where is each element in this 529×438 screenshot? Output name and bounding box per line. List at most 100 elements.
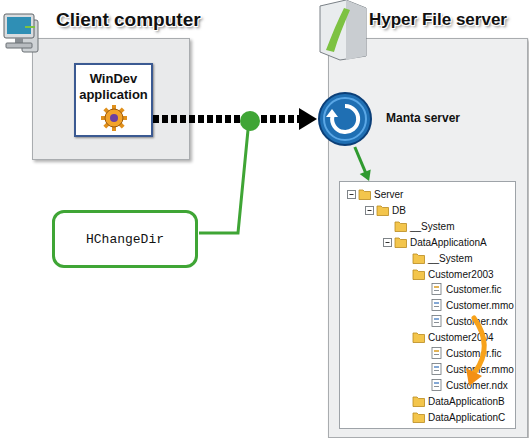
tree-icon <box>400 251 428 265</box>
file-icon <box>432 316 441 327</box>
file-icon-line <box>434 322 439 323</box>
computer-keyboard <box>6 43 32 48</box>
file-name: Customer.mmo <box>446 363 514 376</box>
arrow-head <box>360 169 371 181</box>
connector <box>355 147 371 181</box>
tree-icon <box>382 219 410 233</box>
tree-icon <box>382 235 410 249</box>
tree-icon <box>418 362 446 376</box>
file-name: Customer.fic <box>446 283 502 296</box>
file-icon <box>432 379 441 390</box>
folder-icon <box>395 238 407 248</box>
server-icon <box>320 0 366 60</box>
tree-icon <box>400 410 428 424</box>
file-icon-line <box>434 382 439 384</box>
computer-monitor <box>4 14 34 38</box>
folder-icon <box>377 206 389 216</box>
expander-minus <box>368 210 372 211</box>
file-icon <box>432 348 441 359</box>
folder-icon <box>359 190 371 200</box>
process-ring <box>324 98 366 140</box>
folder-icon <box>413 270 425 280</box>
file-icon-line <box>434 350 439 352</box>
folder-icon <box>413 333 425 343</box>
file-name: Customer.ndx <box>446 379 508 392</box>
client-panel: Client computerWinDev application <box>32 38 190 160</box>
expander-box <box>348 191 356 199</box>
folder-name: DB <box>392 204 406 217</box>
folder-icon <box>413 397 425 407</box>
folder-name: __System <box>428 252 472 265</box>
folder-name: __System <box>410 220 454 233</box>
call-marker <box>199 111 260 233</box>
connector-line <box>355 147 366 173</box>
file-icon <box>432 284 441 295</box>
expander-minus <box>350 194 354 195</box>
arrow-head <box>299 108 317 130</box>
folder-name: Server <box>374 188 403 201</box>
rotate-arrow-head <box>326 109 338 117</box>
server-stripe <box>326 8 350 52</box>
call-dot <box>240 111 260 131</box>
file-name: Customer.mmo <box>446 299 514 312</box>
folder-name: DataApplicationA <box>410 236 487 249</box>
connector <box>153 108 317 130</box>
file-icon-line <box>434 318 439 320</box>
file-icon <box>432 363 441 374</box>
application-window: WinDev application <box>74 63 153 137</box>
server-process: Manta server <box>317 91 497 147</box>
copy-arrow <box>466 318 484 386</box>
server-name: Manta server <box>386 111 460 125</box>
folder-name: Customer2003 <box>428 268 494 281</box>
tree-icon <box>418 346 446 360</box>
tower-light <box>25 26 35 28</box>
expander-box <box>366 206 374 214</box>
tree-icon <box>400 394 428 408</box>
file-icon-line <box>434 290 439 291</box>
file-icon <box>432 300 441 311</box>
tree-icon <box>418 314 446 328</box>
file-icon-line <box>434 366 439 368</box>
process-circle <box>319 93 371 145</box>
tree-icon <box>400 330 428 344</box>
tree-icon <box>364 203 392 217</box>
tree-icon <box>418 298 446 312</box>
server-process-icon <box>317 91 373 147</box>
computer-icon <box>4 14 38 52</box>
curved-arrow-line <box>474 318 484 372</box>
tree-icon <box>346 187 374 201</box>
tree-icon <box>418 282 446 296</box>
panel-heading: Hyper File server <box>369 10 507 30</box>
expander-minus <box>386 242 390 243</box>
tree-icon <box>400 267 428 281</box>
function-box: HChangeDir <box>52 210 198 268</box>
server-panel: Hyper File serverManta serverServerDB__S… <box>328 38 528 438</box>
connector-line <box>153 115 301 123</box>
server-side <box>346 0 366 60</box>
server-tower <box>320 0 366 60</box>
file-icon-line <box>434 354 439 355</box>
file-icon-line <box>434 303 439 305</box>
leader-line <box>199 130 248 233</box>
monitor-stand <box>15 38 23 43</box>
folder-icon <box>395 222 407 232</box>
file-icon-line <box>434 370 439 371</box>
expander-box <box>384 238 392 246</box>
gear-icon <box>100 104 128 132</box>
folder-name: Customer2004 <box>428 331 494 344</box>
folder-icon <box>413 254 425 264</box>
folder-name: DataApplicationB <box>428 395 505 408</box>
computer-screen <box>7 17 31 34</box>
file-icon-line <box>434 386 439 387</box>
file-name: Customer.fic <box>446 347 502 360</box>
function-name: HChangeDir <box>86 232 164 247</box>
panel-heading: Client computer <box>56 9 201 31</box>
gear-body <box>105 109 123 127</box>
folder-tree: ServerDB__SystemDataApplicationA__System… <box>339 181 516 429</box>
file-icon-line <box>434 287 439 289</box>
computer-tower <box>22 20 38 52</box>
rotate-arrow <box>332 106 358 132</box>
file-icon-line <box>434 306 439 307</box>
file-name: Customer.ndx <box>446 315 508 328</box>
